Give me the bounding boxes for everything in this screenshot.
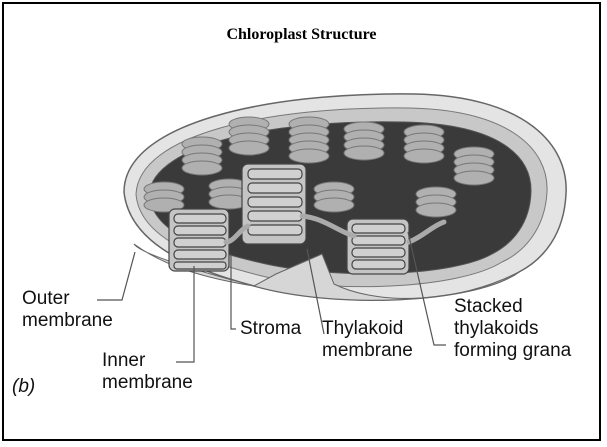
label-thylakoid-membrane-line-1: Thylakoid xyxy=(322,318,413,340)
label-thylakoid-membrane: Thylakoid membrane xyxy=(322,318,413,362)
label-stroma: Stroma xyxy=(240,318,301,340)
panel-label: (b) xyxy=(12,376,35,398)
label-outer-membrane-line-1: Outer xyxy=(22,288,113,310)
label-outer-membrane-line-2: membrane xyxy=(22,310,113,332)
label-grana-line-3: forming grana xyxy=(454,340,571,362)
label-inner-membrane-line-1: Inner xyxy=(102,350,193,372)
diagram-frame: Chloroplast Structure xyxy=(2,2,601,441)
label-grana: Stacked thylakoids forming grana xyxy=(454,296,571,362)
label-thylakoid-membrane-line-2: membrane xyxy=(322,340,413,362)
label-inner-membrane-line-2: membrane xyxy=(102,372,193,394)
grana-front-left xyxy=(169,209,229,271)
grana-front-right xyxy=(347,219,409,274)
chloroplast-illustration xyxy=(4,4,601,441)
label-outer-membrane: Outer membrane xyxy=(22,288,113,332)
label-grana-line-1: Stacked xyxy=(454,296,571,318)
grana-front-center xyxy=(242,164,306,244)
leader-inner-membrane xyxy=(176,266,194,362)
label-inner-membrane: Inner membrane xyxy=(102,350,193,394)
label-grana-line-2: thylakoids xyxy=(454,318,571,340)
